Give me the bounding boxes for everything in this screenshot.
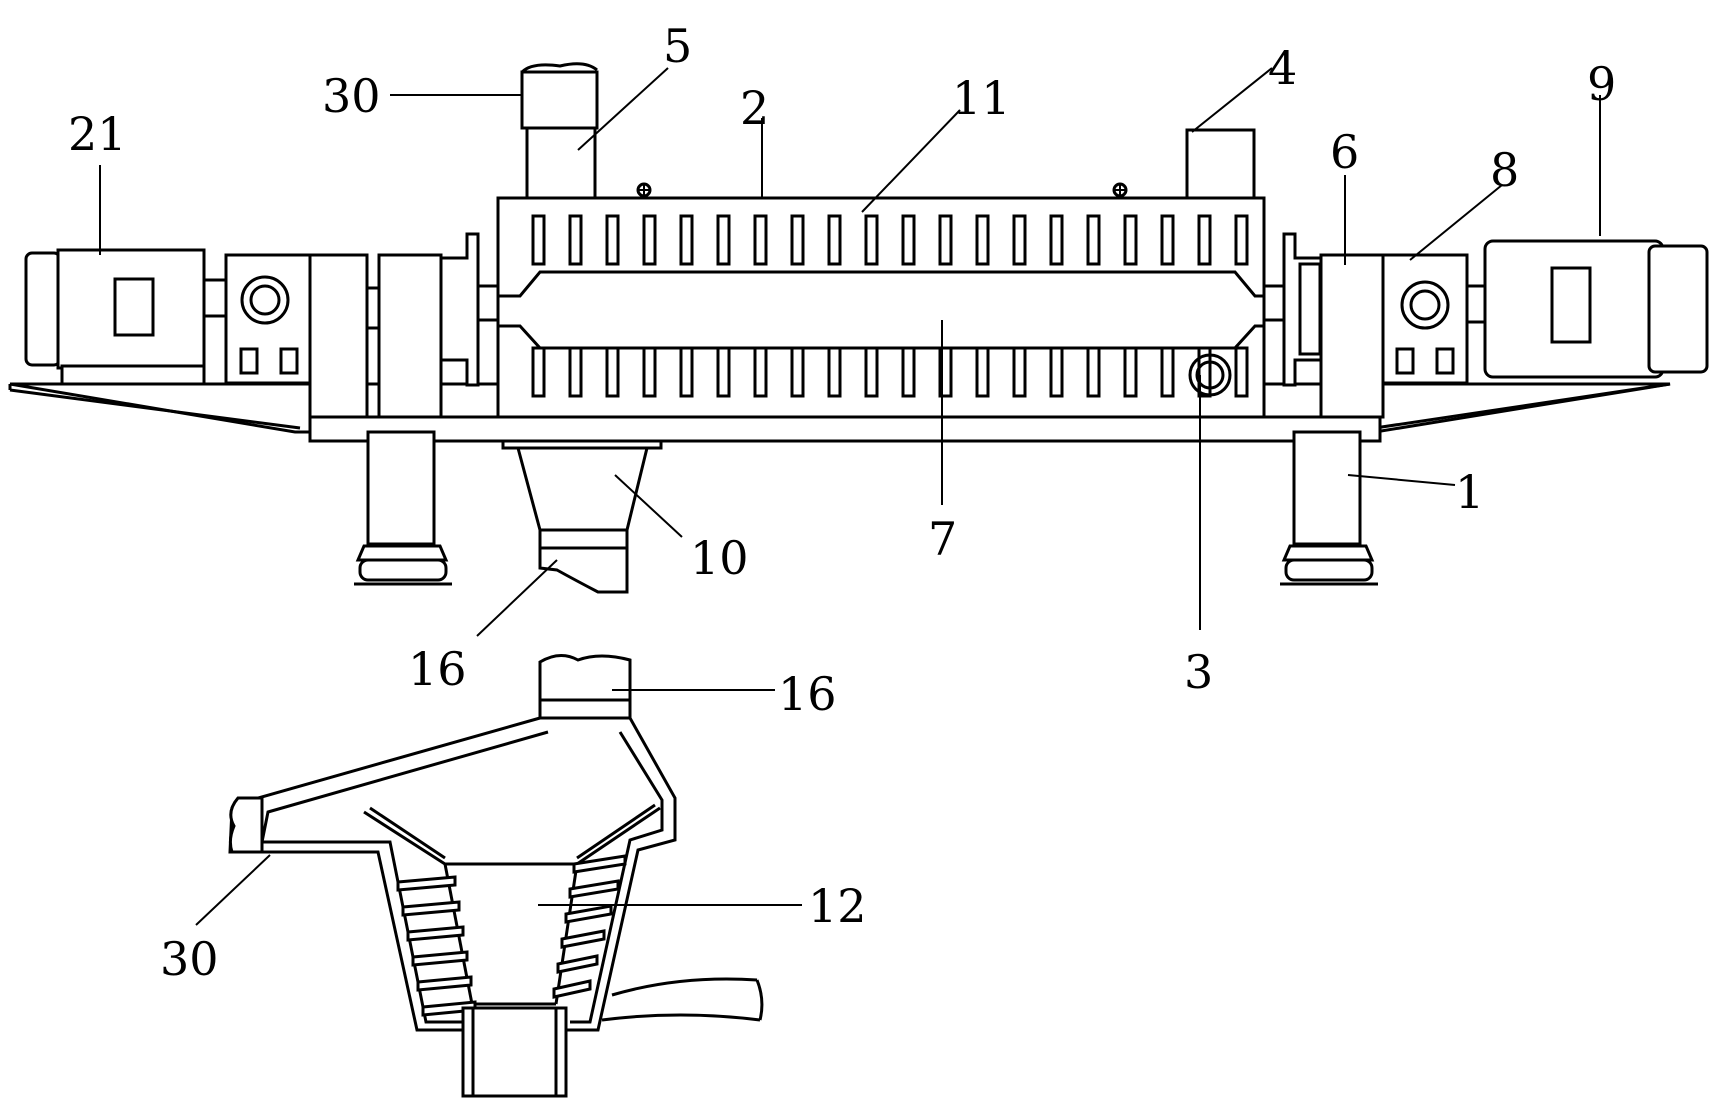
upper-fin [1197, 214, 1212, 266]
callout-6: 6 [1330, 125, 1359, 179]
upper-fin [568, 214, 583, 266]
lower-fin [679, 346, 694, 398]
lower-fin [1086, 346, 1101, 398]
inlet-pipe [520, 62, 599, 200]
lower-fins [531, 346, 1249, 398]
callout-16-top: 16 [408, 642, 467, 696]
lower-fin [1160, 346, 1175, 398]
upper-fin [864, 214, 879, 266]
right-coil [568, 879, 620, 899]
callout-8: 8 [1490, 143, 1519, 197]
callout-21: 21 [68, 107, 127, 161]
upper-fin [1012, 214, 1027, 266]
callout-16-bottom: 16 [778, 667, 837, 721]
left-bearing-housing [377, 253, 443, 419]
upper-fin [938, 214, 953, 266]
main-beam [308, 415, 1382, 443]
lower-fin [1123, 346, 1138, 398]
right-gearbox [1381, 253, 1469, 385]
lower-fin [975, 346, 990, 398]
right-bearing-housing [1319, 253, 1385, 419]
upper-fin [1160, 214, 1175, 266]
upper-fin [642, 214, 657, 266]
left-leg [354, 430, 452, 586]
upper-fin [1049, 214, 1064, 266]
left-coil [416, 975, 473, 992]
left-coil [411, 950, 469, 967]
callout-11: 11 [952, 71, 1011, 125]
section-view [228, 654, 764, 1098]
discharge-hopper [501, 439, 663, 594]
leader-lines [99, 67, 1601, 926]
upper-fin [975, 214, 990, 266]
lower-fin [531, 346, 546, 398]
left-coupling [439, 232, 500, 387]
lower-fin [1012, 346, 1027, 398]
callout-30-bottom: 30 [160, 932, 219, 986]
lower-fin [642, 346, 657, 398]
callout-9: 9 [1587, 57, 1616, 111]
drain-port [1188, 353, 1232, 397]
upper-fin [901, 214, 916, 266]
left-coil [401, 900, 461, 917]
lower-fin [790, 346, 805, 398]
callout-12: 12 [808, 879, 867, 933]
right-coils [552, 854, 627, 999]
callout-1: 1 [1455, 465, 1484, 519]
right-coil [572, 854, 627, 874]
lower-fin [1049, 346, 1064, 398]
upper-fin [753, 214, 768, 266]
upper-fin [1123, 214, 1138, 266]
left-coil [406, 925, 465, 942]
callout-4: 4 [1268, 41, 1297, 95]
outlet-stub [1185, 128, 1256, 200]
upper-fin [1234, 214, 1249, 266]
right-coil [560, 929, 606, 949]
left-motor [24, 248, 228, 386]
rotor-shaft [496, 270, 1266, 350]
lower-fin [827, 346, 842, 398]
right-coupling [1262, 232, 1323, 387]
lower-fin [753, 346, 768, 398]
upper-fins [531, 214, 1249, 266]
callout-7: 7 [928, 512, 957, 566]
lower-fin [901, 346, 916, 398]
upper-fin [605, 214, 620, 266]
upper-fin [1086, 214, 1101, 266]
right-leg [1280, 430, 1378, 586]
callout-10: 10 [690, 531, 749, 585]
upper-fin [716, 214, 731, 266]
callout-5: 5 [663, 19, 692, 73]
lower-fin [605, 346, 620, 398]
lower-fin [568, 346, 583, 398]
left-coil [396, 875, 457, 892]
upper-fin [531, 214, 546, 266]
lower-fin [864, 346, 879, 398]
left-gearbox [224, 253, 381, 419]
callout-30-top: 30 [322, 69, 381, 123]
right-motor [1465, 239, 1709, 379]
right-coil [552, 979, 592, 999]
right-coil [556, 954, 599, 974]
callout-3: 3 [1184, 645, 1213, 699]
right-coil [564, 904, 613, 924]
upper-fin [827, 214, 842, 266]
callout-labels: 30 5 2 11 4 9 21 6 8 1 10 7 16 3 16 12 3… [68, 19, 1616, 986]
housing-bolts [636, 182, 1128, 198]
lower-fin [1234, 346, 1249, 398]
upper-fin [679, 214, 694, 266]
upper-fin [790, 214, 805, 266]
callout-2: 2 [740, 81, 769, 135]
lower-fin [716, 346, 731, 398]
